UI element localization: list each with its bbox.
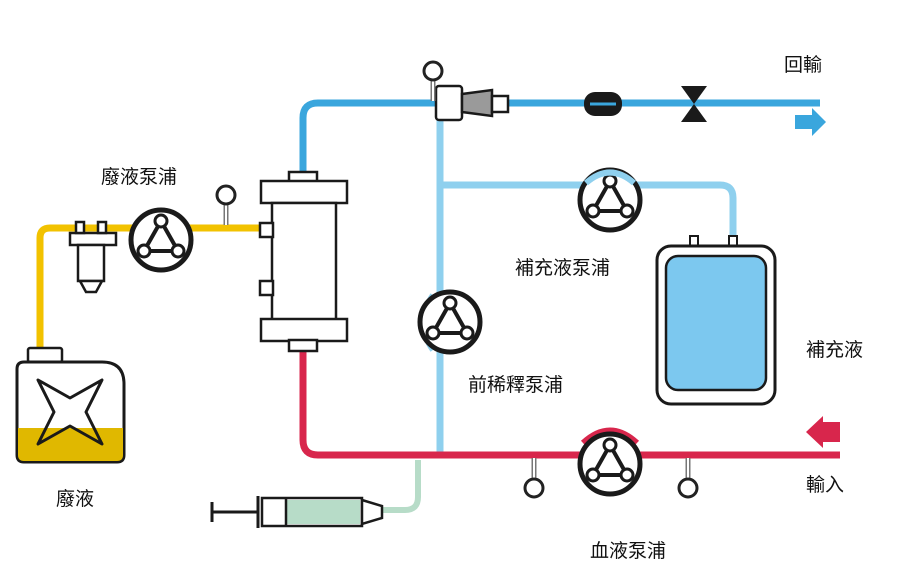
- line-clamp-valve: [681, 86, 707, 122]
- blood-leak-detector: [68, 220, 118, 294]
- label-predilution-pump: 前稀釋泵浦: [468, 374, 564, 396]
- pressure-gauge-pre-pump: [525, 458, 543, 497]
- waste-line: [36, 224, 262, 350]
- drip-chamber: [434, 84, 510, 122]
- waste-container: [15, 346, 126, 464]
- waste-pump: [131, 210, 191, 270]
- label-input: 輸入: [806, 474, 845, 496]
- label-waste-pump: 廢液泵浦: [101, 166, 178, 188]
- return-line: [299, 99, 820, 178]
- hemofilter: [258, 170, 349, 353]
- anticoagulant-syringe: [210, 496, 384, 528]
- label-return: 回輸: [784, 54, 823, 76]
- blood-line: [299, 345, 840, 459]
- label-waste: 廢液: [56, 488, 95, 510]
- input-arrow: [806, 416, 840, 448]
- predilution-pump: [420, 292, 480, 352]
- syringe-line: [383, 460, 421, 513]
- label-replacement-pump: 補充液泵浦: [515, 257, 611, 279]
- label-replacement-fluid: 補充液: [806, 339, 864, 361]
- replacement-branch-line: [440, 181, 737, 240]
- pressure-gauge-post-pump: [679, 458, 697, 497]
- label-blood-pump: 血液泵浦: [590, 540, 667, 562]
- pressure-gauge-waste: [217, 186, 235, 225]
- replacement-fluid-bag: [655, 235, 777, 406]
- blood-pump: [580, 434, 640, 494]
- return-arrow: [795, 108, 826, 136]
